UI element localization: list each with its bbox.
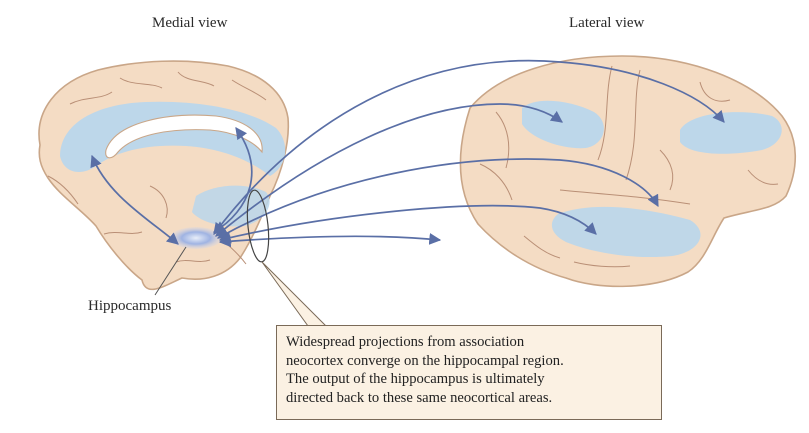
convergence-ellipse [246, 189, 270, 263]
hippocampus-leader-line [154, 246, 187, 296]
arrow-hippo-to-frontal [90, 154, 179, 245]
lateral-view-title: Lateral view [569, 15, 645, 31]
callout-line: directed back to these same neocortical … [286, 389, 553, 406]
arrow-to-lateral-posterior [216, 158, 659, 239]
callout-line: neocortex converge on the hippocampal re… [286, 352, 564, 369]
medial-brain [38, 60, 290, 296]
projection-arrows [213, 59, 725, 248]
medial-view-title: Medial view [152, 15, 228, 31]
arrow-to-lateral-parietal [215, 103, 563, 237]
callout-pointer [261, 261, 328, 327]
callout-box: Widespread projections from association … [276, 325, 662, 420]
callout-line: The output of the hippocampus is ultimat… [286, 371, 545, 388]
callout-line: Widespread projections from association [286, 334, 525, 350]
hippocampus-region [170, 227, 222, 249]
arrow-to-lateral-inferior-temporal [218, 233, 442, 248]
arrow-to-lateral-temporal [218, 204, 597, 244]
hippocampus-label: Hippocampus [88, 298, 172, 314]
lateral-brain [459, 55, 797, 288]
